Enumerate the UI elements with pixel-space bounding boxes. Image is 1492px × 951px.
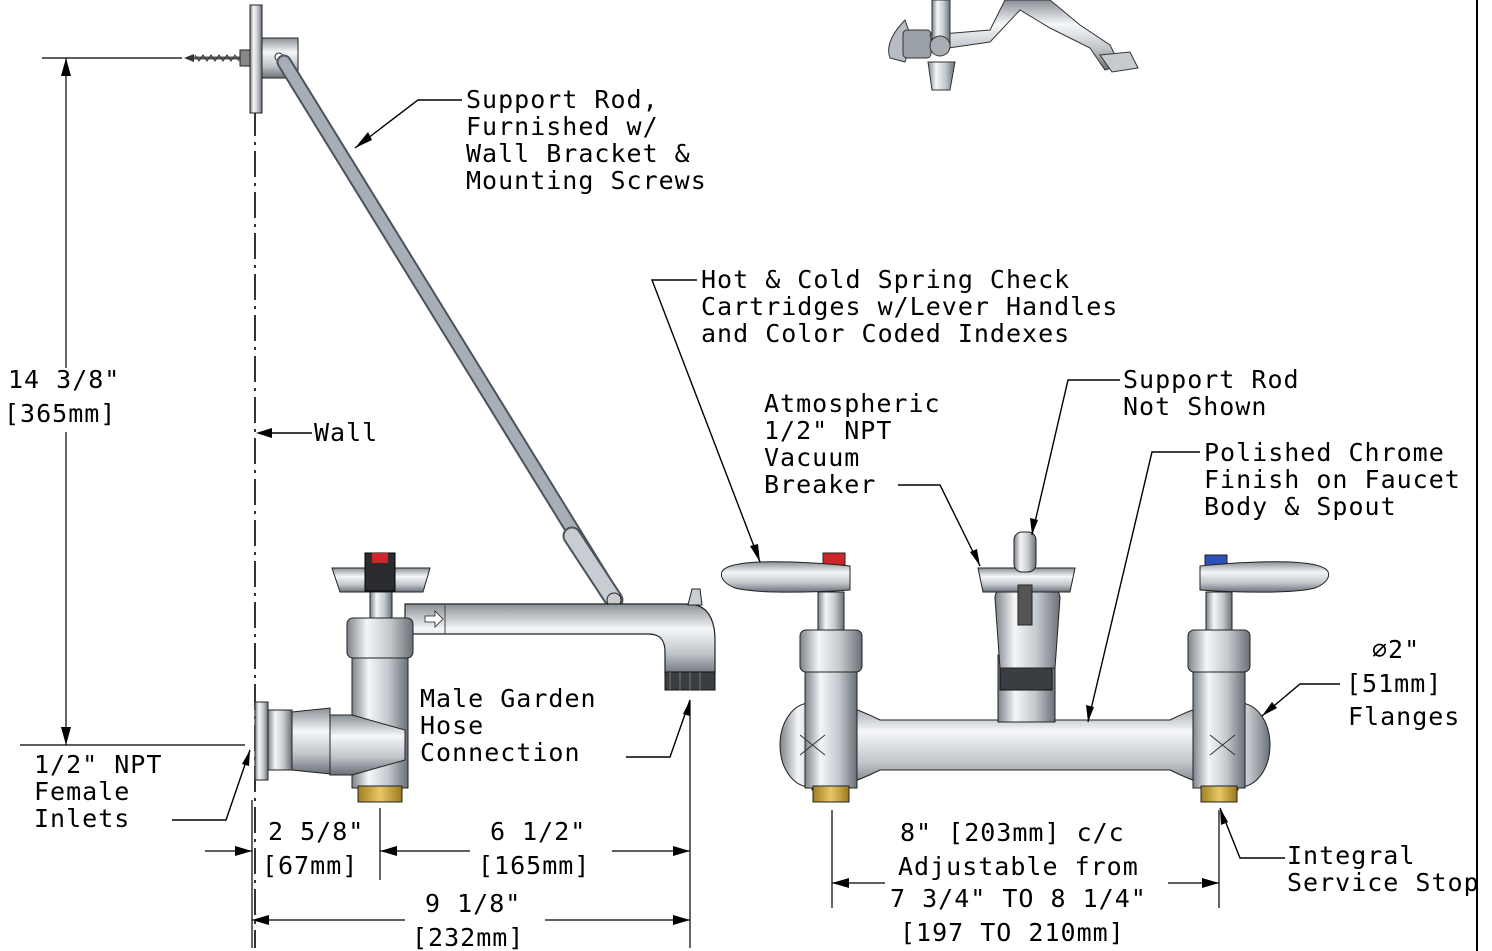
svg-text:Inlets: Inlets — [34, 804, 130, 833]
svg-text:Body & Spout: Body & Spout — [1204, 492, 1397, 521]
svg-text:14 3/8": 14 3/8" — [8, 365, 120, 394]
svg-text:Hot & Cold Spring Check: Hot & Cold Spring Check — [701, 265, 1070, 294]
dim-wall-to-inlet: 2 5/8" [67mm] — [262, 817, 364, 880]
svg-text:Male Garden: Male Garden — [420, 684, 597, 713]
dimension-lines — [20, 57, 1220, 948]
label-chrome-finish: Polished Chrome Finish on Faucet Body & … — [1204, 438, 1461, 521]
svg-text:Furnished w/: Furnished w/ — [466, 112, 659, 141]
svg-text:Cartridges w/Lever Handles: Cartridges w/Lever Handles — [701, 292, 1118, 321]
isometric-thumbnail — [888, 0, 1139, 91]
svg-text:Wall Bracket &: Wall Bracket & — [466, 139, 691, 168]
label-flanges: ∅2" [51mm] Flanges — [1346, 635, 1460, 731]
svg-text:Flanges: Flanges — [1348, 702, 1460, 731]
svg-text:Support Rod,: Support Rod, — [466, 85, 659, 114]
svg-text:[365mm]: [365mm] — [4, 399, 116, 428]
support-rod — [276, 54, 624, 610]
svg-text:Support Rod: Support Rod — [1123, 365, 1300, 394]
label-hose-connection: Male Garden Hose Connection — [420, 684, 597, 767]
svg-text:Integral: Integral — [1287, 841, 1415, 870]
svg-text:[197 TO 210mm]: [197 TO 210mm] — [900, 918, 1125, 947]
leader-lines — [172, 99, 1340, 859]
svg-text:2 5/8": 2 5/8" — [268, 817, 364, 846]
svg-text:Connection: Connection — [420, 738, 581, 767]
side-spout — [404, 588, 716, 691]
svg-text:Vacuum: Vacuum — [764, 443, 860, 472]
svg-text:Female: Female — [34, 777, 130, 806]
svg-text:8" [203mm] c/c: 8" [203mm] c/c — [900, 818, 1125, 847]
svg-text:Mounting Screws: Mounting Screws — [466, 166, 707, 195]
label-vacuum-breaker: Atmospheric 1/2" NPT Vacuum Breaker — [764, 389, 941, 499]
svg-text:Adjustable from: Adjustable from — [898, 852, 1139, 881]
svg-text:1/2" NPT: 1/2" NPT — [764, 416, 892, 445]
svg-text:7 3/4" TO 8 1/4": 7 3/4" TO 8 1/4" — [890, 884, 1147, 913]
label-wall: Wall — [314, 418, 378, 447]
dim-center-to-center: 8" [203mm] c/c Adjustable from 7 3/4" TO… — [890, 818, 1147, 947]
label-support-rod-not-shown: Support Rod Not Shown — [1123, 365, 1300, 421]
svg-text:[67mm]: [67mm] — [262, 851, 358, 880]
svg-text:and Color Coded Indexes: and Color Coded Indexes — [701, 319, 1070, 348]
dim-inlet-to-outlet: 6 1/2" [165mm] — [478, 817, 590, 880]
svg-text:Finish on Faucet: Finish on Faucet — [1204, 465, 1461, 494]
svg-text:Hose: Hose — [420, 711, 484, 740]
label-npt-inlets: 1/2" NPT Female Inlets — [34, 750, 162, 833]
svg-text:∅2": ∅2" — [1372, 635, 1420, 664]
wall-bracket — [184, 4, 299, 114]
dim-overall-depth: 9 1/8" [232mm] — [412, 889, 524, 951]
svg-text:[165mm]: [165mm] — [478, 851, 590, 880]
svg-text:1/2" NPT: 1/2" NPT — [34, 750, 162, 779]
svg-text:6 1/2": 6 1/2" — [490, 817, 586, 846]
svg-text:Atmospheric: Atmospheric — [764, 389, 941, 418]
svg-text:Service Stop: Service Stop — [1287, 868, 1480, 897]
label-support-rod-furnished: Support Rod, Furnished w/ Wall Bracket &… — [466, 85, 707, 195]
svg-text:Not Shown: Not Shown — [1123, 392, 1267, 421]
svg-text:9 1/8": 9 1/8" — [425, 889, 521, 918]
svg-text:Polished Chrome: Polished Chrome — [1204, 438, 1445, 467]
side-body — [254, 552, 431, 803]
label-spring-check: Hot & Cold Spring Check Cartridges w/Lev… — [701, 265, 1118, 348]
dim-height: 14 3/8" [365mm] — [4, 365, 120, 428]
label-service-stop: Integral Service Stop — [1287, 841, 1480, 897]
svg-text:Breaker: Breaker — [764, 470, 876, 499]
svg-text:[51mm]: [51mm] — [1346, 669, 1442, 698]
front-faucet — [720, 531, 1330, 803]
svg-text:[232mm]: [232mm] — [412, 923, 524, 951]
